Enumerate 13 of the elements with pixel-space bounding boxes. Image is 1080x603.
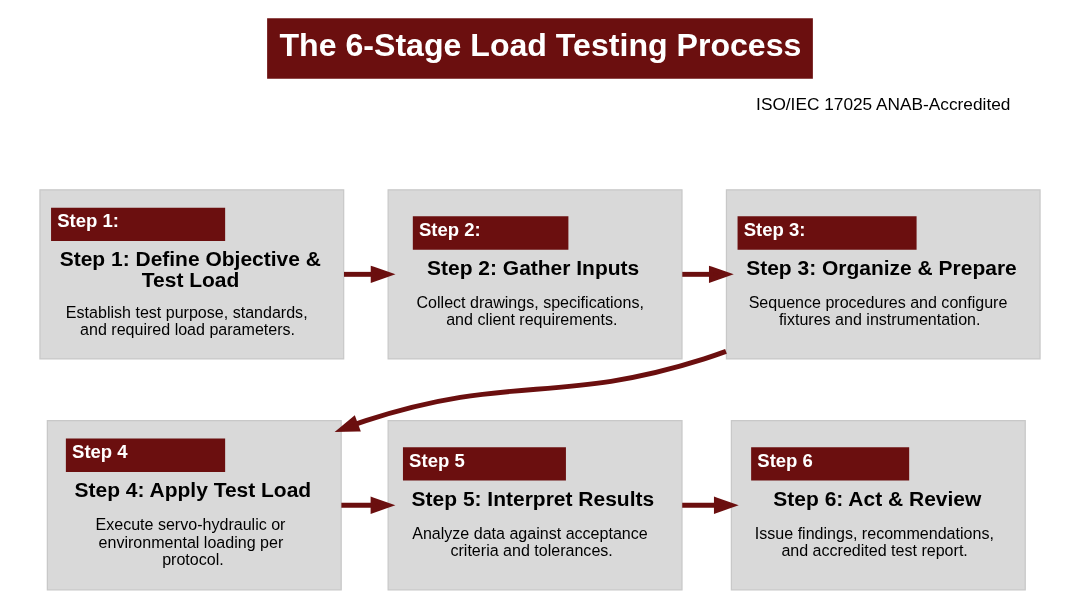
node-box: Step 6 Step 6: Act & Review Issue findings, recommendations, and accredited test report. [730, 420, 1026, 591]
node-box: Step 4 Step 4: Apply Test Load Execute servo-hydraulic or environmental loading per protocol. [46, 420, 342, 591]
diagram-title: The 6-Stage Load Testing Process [279, 26, 802, 63]
node-box: Step 2: Step 2: Gather Inputs Collect drawings, specifications, and client requirements. [387, 189, 683, 360]
arrow [682, 265, 734, 283]
arrow [682, 496, 739, 514]
arrow [334, 349, 727, 432]
node-box: Step 5 Step 5: Interpret Results Analyze data against acceptance criteria and tolerances. [387, 420, 683, 591]
node-box: Step 3: Step 3: Organize & Prepare Sequence procedures and configure fixtures and instrumentation. [725, 189, 1041, 360]
node-box: Step 1: Step 1: Define Objective & Test Load Establish test purpose, standards, and required load parameters. [39, 189, 345, 360]
arrow [341, 496, 396, 514]
arrow [344, 265, 396, 283]
label: ISO/IEC 17025 ANAB-Accredited [756, 94, 1011, 115]
